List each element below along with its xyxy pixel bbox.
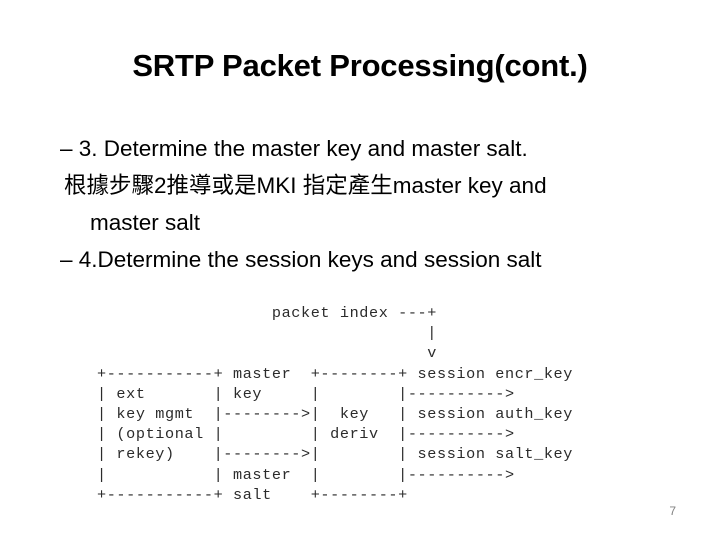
body-content: – 3. Determine the master key and master… xyxy=(60,130,680,278)
srtp-key-derivation-ascii-diagram: packet index ---+ | v +-----------+ mast… xyxy=(97,304,573,504)
page-title: SRTP Packet Processing(cont.) xyxy=(132,48,588,83)
bullet-item-step4: – 4.Determine the session keys and sessi… xyxy=(60,247,542,272)
page-number: 7 xyxy=(669,504,676,518)
bullet-item-step3-chinese: 根據步驟2推導或是MKI 指定產生master key and xyxy=(64,173,547,198)
bullet-item-step3: – 3. Determine the master key and master… xyxy=(60,136,528,161)
bullet-item-step3-chinese-continuation: master salt xyxy=(90,210,201,235)
